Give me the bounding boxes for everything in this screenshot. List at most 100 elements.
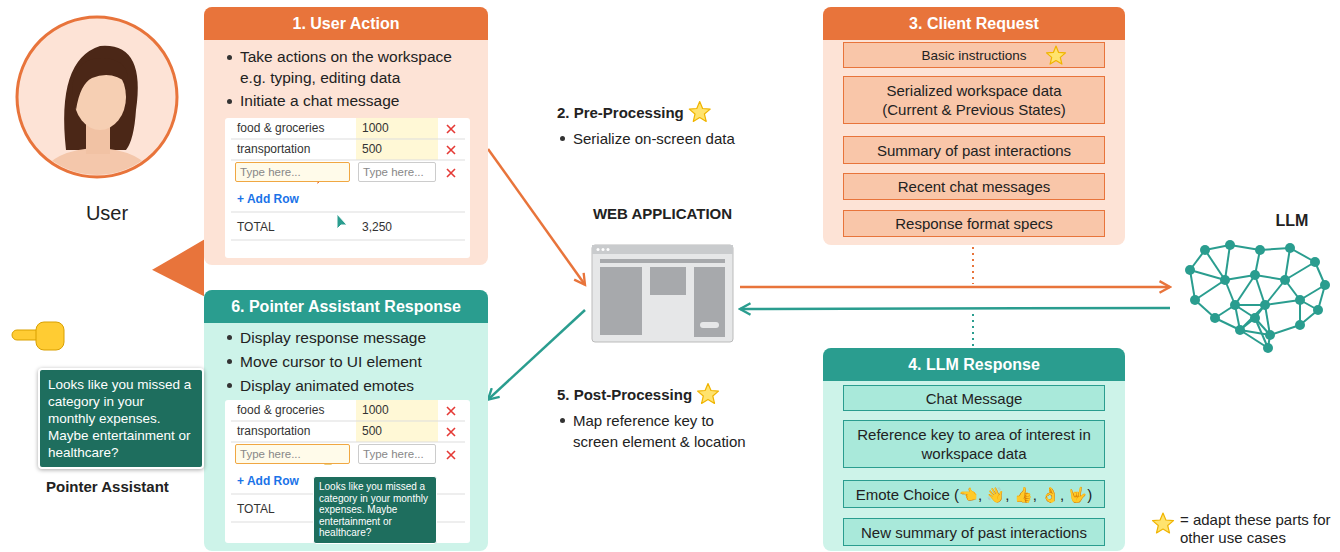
field-label: Emote Choice (👈, 👋, 👍, 👌, 🤟) [856, 485, 1093, 504]
step-label: 5. Post-Processing [557, 386, 692, 403]
field-box: Emote Choice (👈, 👋, 👍, 👌, 🤟) [843, 480, 1105, 508]
field-box: Basic instructions [843, 42, 1105, 68]
bullet-text: Display animated emotes [224, 374, 478, 398]
bullet-text: Map reference key to screen element & lo… [557, 410, 762, 452]
table-cell: transportation [237, 424, 310, 438]
table-cell: 1000 [362, 121, 389, 135]
table-cell: 1000 [362, 403, 389, 417]
field-box: Recent chat messages [843, 173, 1105, 200]
field-box: Summary of past interactions [843, 136, 1105, 164]
row-rule [231, 139, 465, 140]
network-node [1263, 343, 1273, 353]
input-placeholder: Type here... [358, 444, 436, 464]
avatar-body [34, 148, 160, 190]
network-node [1210, 313, 1220, 323]
network-node [1320, 280, 1330, 290]
avatar-circle [17, 17, 177, 177]
bullet-text: Initiate a chat message [224, 90, 478, 111]
llm-model: LLM [1170, 210, 1335, 352]
delete-icon [447, 169, 455, 177]
field-label: Serialized workspace data (Current & Pre… [867, 81, 1082, 119]
delete-icon [447, 407, 455, 415]
network-node [1285, 243, 1295, 253]
star-icon [1047, 46, 1066, 64]
step-box: 6. Pointer Assistant ResponseDisplay res… [204, 290, 488, 551]
browser-dot [597, 248, 600, 251]
input-placeholder: Type here... [235, 162, 350, 182]
network-node [1190, 295, 1200, 305]
field-box: Serialized workspace data (Current & Pre… [843, 76, 1105, 124]
web-app: WEB APPLICATION [585, 205, 740, 345]
row-rule [231, 421, 465, 422]
box-heading: 4. LLM Response [823, 348, 1125, 381]
field-box: New summary of past interactions [843, 518, 1105, 546]
chat-bubble: Looks like you missed a category in your… [38, 368, 204, 469]
component-label: WEB APPLICATION [585, 205, 740, 222]
chat-bubble-text: Looks like you missed a category in your… [319, 481, 431, 539]
network-node [1250, 270, 1260, 280]
network-node [1295, 320, 1305, 330]
bullet-text: Serialize on-screen data [557, 128, 762, 149]
chat-bubble-text: Looks like you missed a category in your… [48, 376, 194, 461]
row-rule [231, 442, 465, 443]
network-node [1225, 240, 1235, 250]
table-cell: TOTAL [237, 502, 275, 516]
add-row-link: + Add Row [237, 192, 299, 206]
spreadsheet-mockup: food & groceries1000transportation500Typ… [225, 400, 470, 543]
network-node [1260, 300, 1270, 310]
flow-arrow [488, 149, 585, 285]
dotted-link [972, 247, 974, 284]
dotted-link [972, 311, 974, 346]
bullet-text: Take actions on the workspace e.g. typin… [224, 46, 478, 88]
avatar-hair [72, 58, 128, 110]
box-heading: 1. User Action [204, 7, 488, 40]
field-box: Chat Message [843, 385, 1105, 411]
network-edge [1285, 262, 1315, 280]
network-edge [1235, 275, 1255, 305]
add-row-link: + Add Row [237, 474, 299, 488]
table-cell: 3,250 [362, 220, 392, 234]
bullet-text: Display response message [224, 326, 478, 350]
network-edge [1225, 245, 1230, 280]
pointer-triangle [150, 238, 205, 298]
network-edge [1195, 280, 1225, 300]
field-label: Summary of past interactions [877, 141, 1071, 160]
network-node [1185, 265, 1195, 275]
flow-arrow [740, 308, 1170, 309]
chat-bubble: Looks like you missed a category in your… [313, 476, 437, 544]
delete-icon [447, 125, 455, 133]
step-box: 3. Client RequestBasic instructionsSeria… [823, 7, 1125, 245]
row-rule [231, 240, 465, 241]
delete-icon [447, 146, 455, 154]
network-node [1255, 245, 1265, 255]
network-node [1295, 295, 1305, 305]
network-node [1313, 305, 1323, 315]
browser-dot [607, 248, 610, 251]
table-cell: 500 [362, 424, 382, 438]
network-node [1220, 275, 1230, 285]
box-heading: 6. Pointer Assistant Response [204, 290, 488, 323]
browser-panel [650, 267, 686, 295]
table-cell: food & groceries [237, 121, 324, 135]
browser-bar [592, 245, 733, 254]
network-edge [1205, 250, 1225, 280]
field-label: Response format specs [895, 214, 1053, 233]
row-rule [231, 160, 465, 161]
browser-strip [600, 259, 725, 263]
browser-window [592, 245, 733, 342]
field-label: Chat Message [926, 389, 1023, 408]
actor-label: User [12, 202, 202, 225]
field-label: Basic instructions [921, 46, 1026, 65]
network-edge [1240, 305, 1265, 330]
box-heading: 3. Client Request [823, 7, 1125, 40]
step-box: 4. LLM ResponseChat MessageReference key… [823, 348, 1125, 551]
star-icon [698, 384, 719, 404]
field-label: Reference key to area of interest in wor… [852, 425, 1096, 463]
input-placeholder: Type here... [358, 162, 436, 182]
pointing-hand [36, 322, 64, 350]
network-node [1230, 300, 1240, 310]
browser-panel [694, 267, 725, 337]
